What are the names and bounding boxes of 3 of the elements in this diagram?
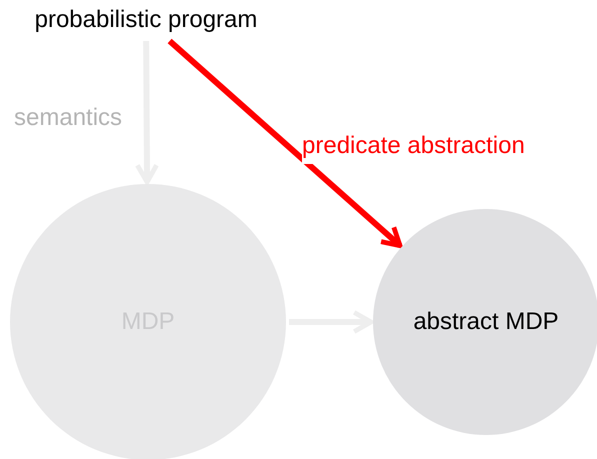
- arrow: [168, 38, 402, 248]
- arrow: [289, 310, 374, 334]
- node-label: probabilistic program: [10, 2, 282, 38]
